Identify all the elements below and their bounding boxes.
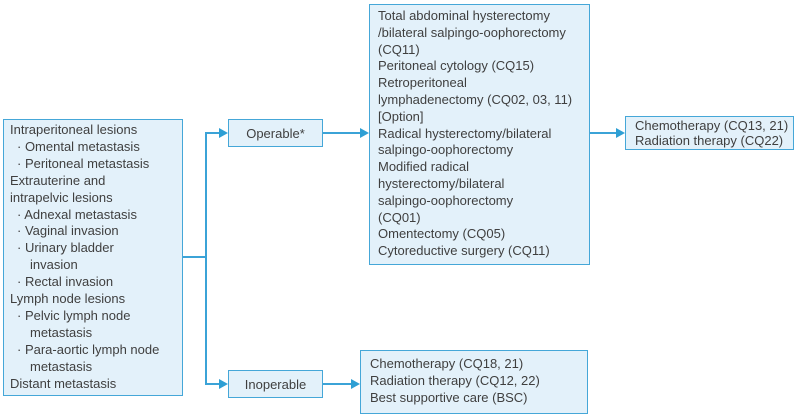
surgery-line: lymphadenectomy (CQ02, 03, 11) — [378, 91, 573, 107]
lesions-line: · Peritoneal metastasis — [17, 155, 150, 171]
adjuvant-therapy-box: Chemotherapy (CQ13, 21) Radiation therap… — [625, 116, 794, 150]
surgery-line: [Option] — [378, 108, 424, 124]
lesions-line: · Rectal invasion — [17, 274, 114, 290]
lesions-line: Distant metastasis — [10, 375, 117, 391]
lesions-line: Extrauterine and — [10, 172, 106, 188]
connector-surgery-to-therapy — [590, 132, 616, 134]
operable-treatment-box: Total abdominal hysterectomy /bilateral … — [369, 4, 590, 265]
lesions-line: invasion — [30, 257, 78, 273]
lesions-box: Intraperitoneal lesions · Omental metast… — [3, 119, 183, 396]
inoperable-node: Inoperable — [228, 370, 323, 398]
surgery-line: Retroperitoneal — [378, 75, 467, 91]
operable-label: Operable* — [246, 125, 305, 141]
surgery-line: hysterectomy/bilateral — [378, 175, 505, 191]
lesions-line: · Omental metastasis — [17, 138, 140, 154]
palliative-line: Radiation therapy (CQ12, 22) — [370, 373, 540, 388]
arrowhead-icon — [360, 128, 369, 138]
lesions-line: intrapelvic lesions — [10, 189, 113, 205]
connector-stem-horizontal — [183, 256, 207, 258]
arrowhead-icon — [616, 128, 625, 138]
connector-to-inoperable — [207, 383, 219, 385]
outcome-line: Chemotherapy (CQ13, 21) — [635, 117, 789, 133]
connector-to-operable — [207, 132, 219, 134]
lesions-line: · Para-aortic lymph node — [17, 341, 160, 357]
lesions-line: metastasis — [30, 324, 93, 340]
surgery-line: salpingo-oophorectomy — [378, 192, 514, 208]
lesions-line: metastasis — [30, 358, 93, 374]
surgery-line: (CQ11) — [378, 41, 420, 57]
connector-operable-to-surgery — [323, 132, 360, 134]
lesions-line: · Adnexal metastasis — [17, 206, 137, 222]
arrowhead-icon — [219, 379, 228, 389]
connector-stem-vertical — [205, 132, 207, 385]
lesions-line: · Urinary bladder — [17, 240, 114, 256]
surgery-line: Radical hysterectomy/bilateral — [378, 125, 552, 141]
operable-node: Operable* — [228, 119, 323, 147]
surgery-line: /bilateral salpingo-oophorectomy — [378, 24, 566, 40]
lesions-line: Lymph node lesions — [10, 291, 126, 307]
surgery-line: salpingo-oophorectomy — [378, 142, 514, 158]
surgery-line: Modified radical — [378, 159, 470, 175]
arrowhead-icon — [219, 128, 228, 138]
lesions-line: · Pelvic lymph node — [17, 307, 131, 323]
inoperable-label: Inoperable — [244, 376, 307, 392]
connector-inoperable-to-palliative — [323, 383, 351, 385]
arrowhead-icon — [351, 379, 360, 389]
surgery-line: (CQ01) — [378, 209, 421, 225]
surgery-line: Peritoneal cytology (CQ15) — [378, 58, 535, 74]
palliative-line: Best supportive care (BSC) — [370, 390, 528, 405]
surgery-line: Cytoreductive surgery (CQ11) — [378, 243, 550, 259]
surgery-line: Omentectomy (CQ05) — [378, 226, 506, 242]
surgery-line: Total abdominal hysterectomy — [378, 8, 550, 23]
lesions-line: · Vaginal invasion — [17, 223, 119, 239]
lesions-line: Intraperitoneal lesions — [10, 122, 138, 137]
palliative-line: Chemotherapy (CQ18, 21) — [370, 356, 524, 371]
inoperable-treatment-box: Chemotherapy (CQ18, 21) Radiation therap… — [360, 350, 588, 414]
outcome-line: Radiation therapy (CQ22) — [635, 133, 784, 148]
